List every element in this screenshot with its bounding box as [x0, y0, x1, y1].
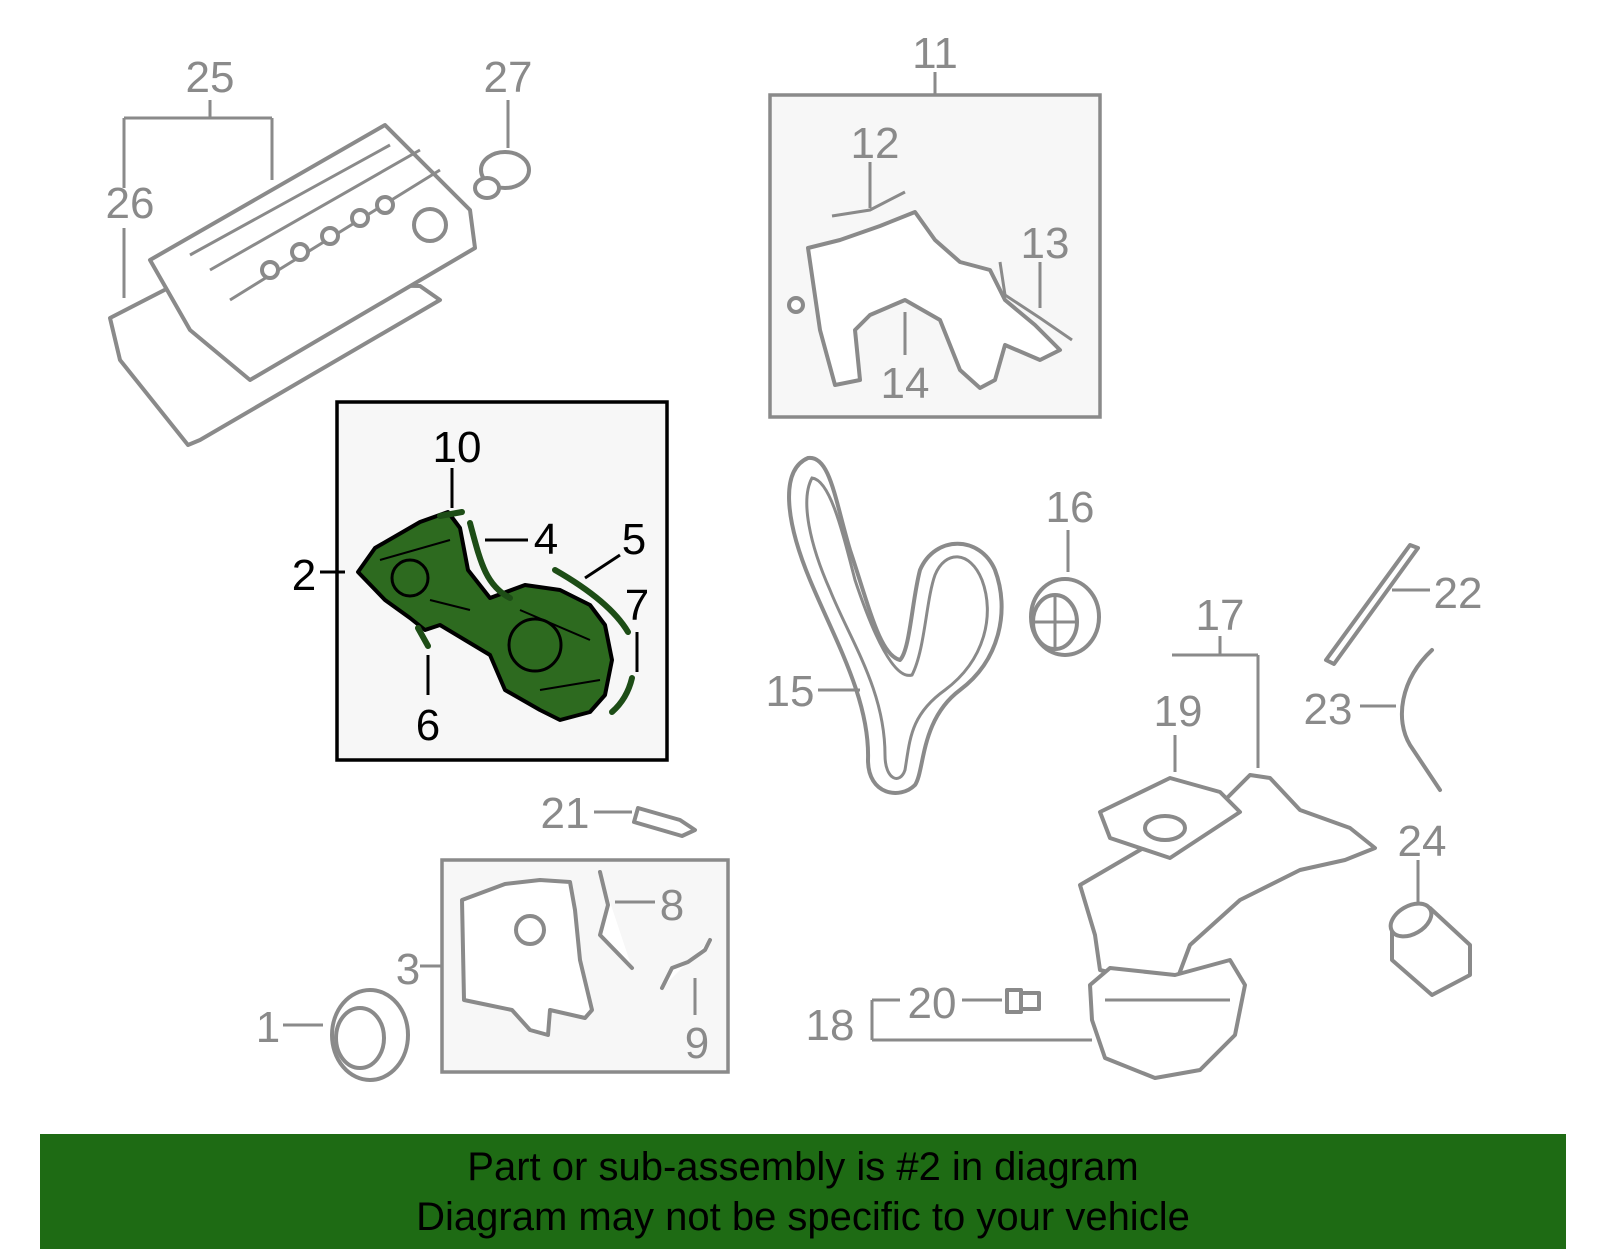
callout-15: 15: [766, 667, 815, 716]
leader-25: [122, 100, 274, 188]
oil-cap-part[interactable]: [473, 150, 531, 200]
seal-9-part[interactable]: [660, 938, 712, 990]
valve-cover-assembly[interactable]: [108, 123, 477, 447]
bolt-21-part[interactable]: [632, 806, 697, 838]
callout-9: 9: [685, 1019, 709, 1068]
callout-22: 22: [1434, 569, 1483, 618]
callout-4: 4: [534, 515, 558, 564]
callout-10: 10: [433, 423, 482, 472]
dipstick-tube-part[interactable]: [1399, 648, 1442, 792]
callout-11: 11: [912, 29, 958, 78]
callout-18: 18: [806, 1001, 855, 1050]
callout-1: 1: [256, 1003, 280, 1052]
seal-6-part[interactable]: [415, 625, 431, 649]
callout-17: 17: [1196, 591, 1245, 640]
drain-plug-part[interactable]: [1005, 988, 1041, 1014]
callout-19: 19: [1154, 687, 1203, 736]
dipstick-part[interactable]: [1324, 543, 1420, 666]
callout-27: 27: [484, 53, 533, 102]
timing-cover-part-2[interactable]: [356, 510, 614, 722]
callout-7: 7: [625, 581, 649, 630]
seal-8-part[interactable]: [598, 870, 634, 970]
crank-seal-part[interactable]: [330, 988, 410, 1082]
callout-25: 25: [186, 53, 235, 102]
banner-line-2: Diagram may not be specific to your vehi…: [416, 1194, 1190, 1239]
info-banner: Part or sub-assembly is #2 in diagram Di…: [40, 1134, 1566, 1249]
lower-timing-cover-part[interactable]: [460, 878, 594, 1037]
oil-filter-part[interactable]: [1385, 897, 1472, 997]
banner-line-1: Part or sub-assembly is #2 in diagram: [467, 1144, 1139, 1189]
callout-12: 12: [851, 119, 900, 168]
oil-pan-lower-part[interactable]: [1088, 958, 1247, 1080]
callout-2: 2: [292, 551, 316, 600]
leader-18: [870, 998, 1092, 1042]
seal-7-part[interactable]: [609, 675, 635, 715]
seal-4-part[interactable]: [467, 520, 513, 601]
callout-26: 26: [106, 179, 155, 228]
timing-cover-gasket-part[interactable]: [787, 190, 1073, 390]
oil-pan-upper-part[interactable]: [1078, 773, 1377, 987]
callout-14: 14: [881, 359, 930, 408]
callout-3: 3: [396, 945, 420, 994]
callout-20: 20: [908, 979, 957, 1028]
sprocket-part[interactable]: [1029, 577, 1101, 657]
callout-23: 23: [1304, 685, 1353, 734]
callout-24: 24: [1398, 817, 1447, 866]
leader-5: [584, 553, 621, 580]
callout-21: 21: [541, 789, 590, 838]
seal-5-part[interactable]: [552, 567, 631, 635]
callout-13: 13: [1021, 219, 1070, 268]
seal-10-part[interactable]: [437, 509, 465, 519]
leader-17: [1172, 636, 1260, 768]
callout-6: 6: [416, 701, 440, 750]
timing-belt-part[interactable]: [787, 455, 1004, 795]
callout-5: 5: [622, 515, 646, 564]
callout-8: 8: [660, 881, 684, 930]
callout-16: 16: [1046, 483, 1095, 532]
